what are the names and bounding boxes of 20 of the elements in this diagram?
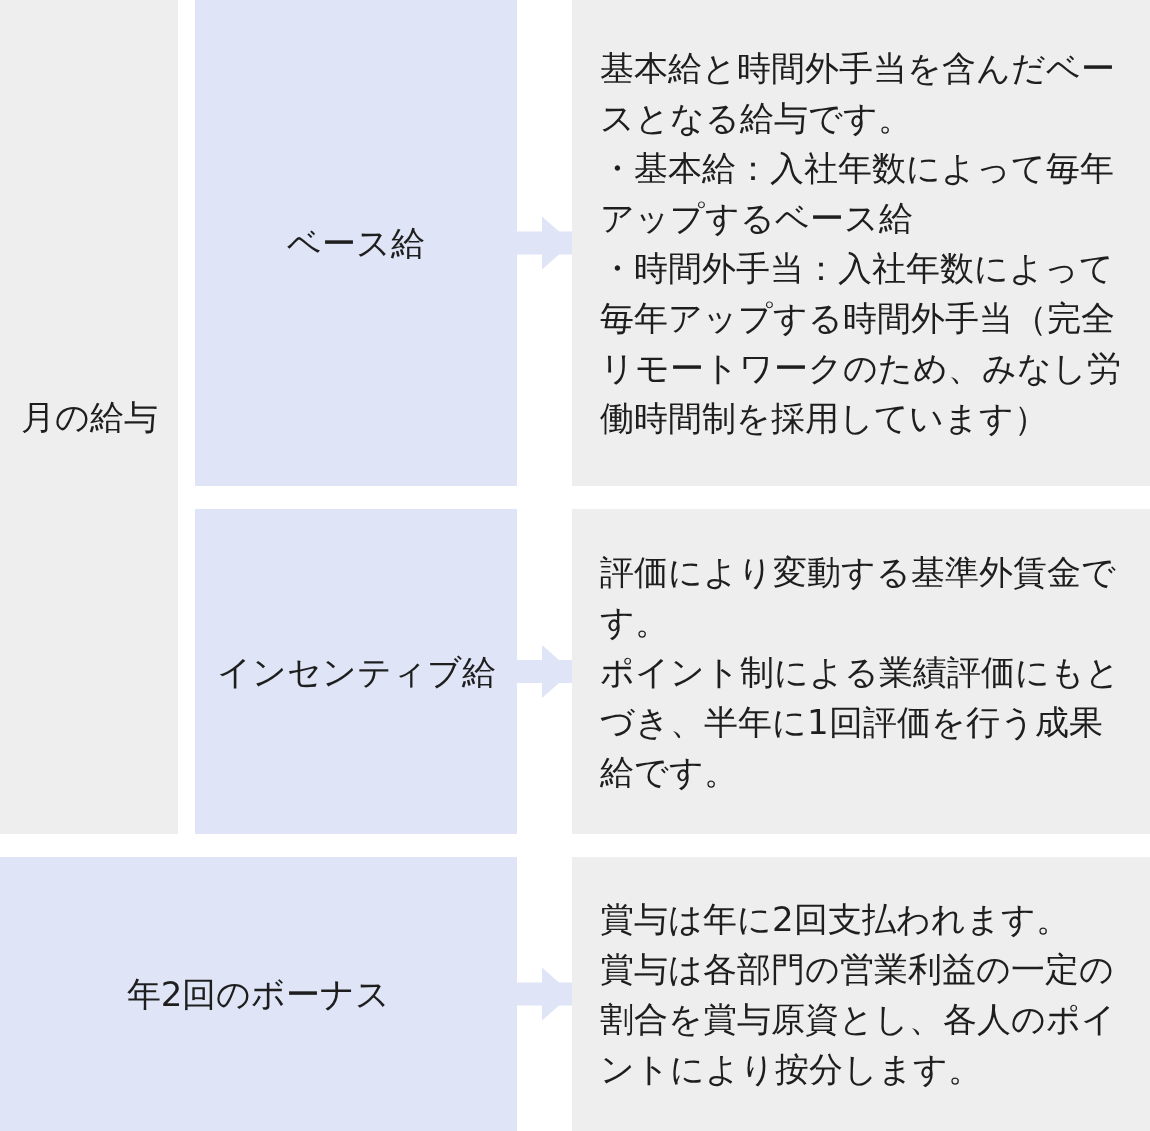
item-label: ベース給 xyxy=(287,222,425,265)
item-panel xyxy=(195,509,517,834)
block-arrow xyxy=(517,645,572,698)
description-text: 評価により変動する基準外賃金です。 xyxy=(600,550,1117,644)
description-text: 賞与は年に2回支払われます。 xyxy=(600,898,1071,941)
item-panel xyxy=(195,0,517,486)
description-panel xyxy=(572,509,1150,834)
description-panel xyxy=(572,0,1150,486)
description-panel xyxy=(572,857,1150,1131)
block-arrow xyxy=(517,967,572,1021)
description-text: 賞与は各部門の営業利益の一定の割合を賞与原資とし、各人のポイントにより按分します。 xyxy=(600,948,1117,1091)
item-label: 年2回のボーナス xyxy=(126,973,391,1016)
description-text: 基本給と時間外手当を含んだベースとなる給与です。 xyxy=(600,47,1116,140)
description-text: ポイント制による業績評価にもとづき、半年に1回評価を行う成果給です。 xyxy=(600,650,1121,794)
block-arrow xyxy=(517,216,572,270)
item-panel xyxy=(0,857,517,1131)
category-label: 月の給与 xyxy=(20,396,158,439)
description-text: ・時間外手当：入社年数によって毎年アップする時間外手当（完全リモートワークのため、みなし労働時間制を採用しています） xyxy=(600,247,1122,440)
description-text: ・基本給：入社年数によって毎年アップするベース給 xyxy=(600,147,1115,240)
item-label: インセンティブ給 xyxy=(216,650,496,694)
